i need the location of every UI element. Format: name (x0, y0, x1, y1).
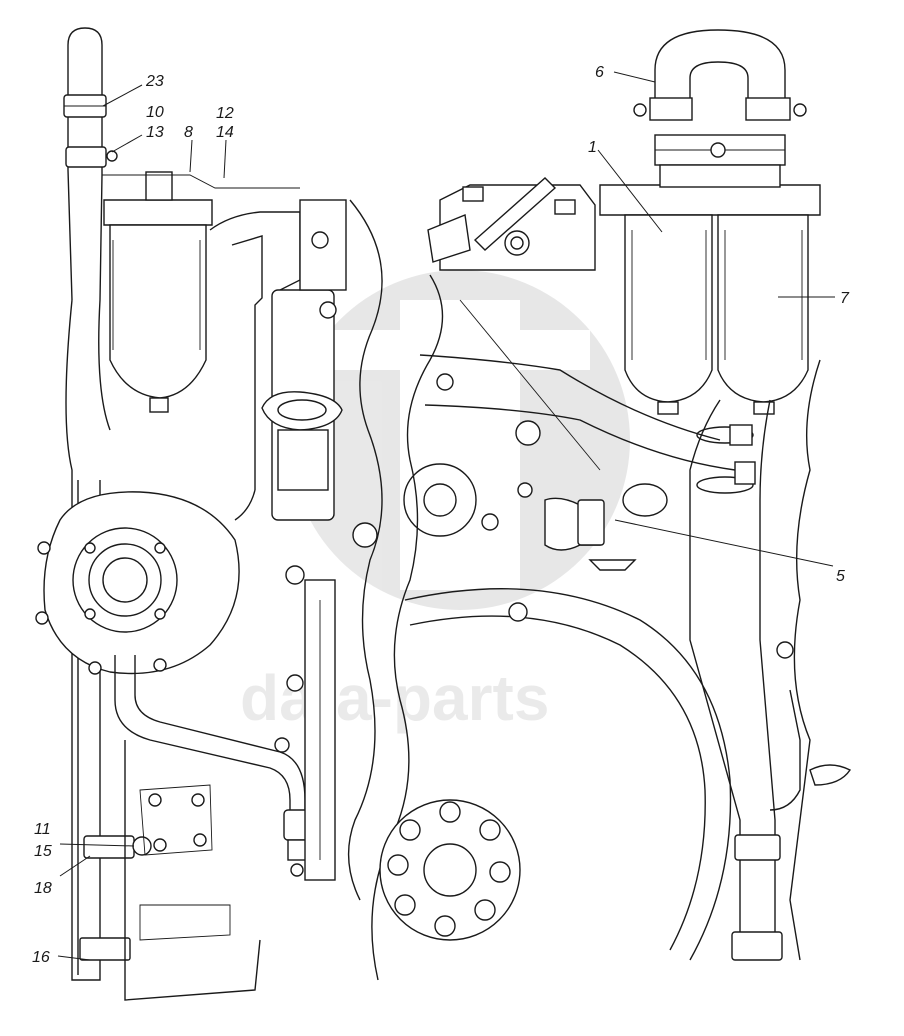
callout-7: 7 (840, 290, 850, 307)
callout-13: 13 (146, 124, 164, 141)
callout-14: 14 (216, 124, 234, 141)
callout-10: 10 (146, 104, 164, 121)
callout-8: 8 (184, 124, 193, 141)
hose-clamps-right (696, 424, 756, 494)
callout-1: 1 (588, 139, 597, 156)
leader-lines (57, 71, 835, 961)
pipe-clamps-top (63, 94, 118, 168)
flywheel (379, 588, 732, 961)
callout-labels: 23 10 13 8 12 14 6 1 7 5 11 15 18 16 (32, 64, 850, 966)
callout-12: 12 (216, 105, 234, 122)
callout-15: 15 (34, 843, 52, 860)
compressor-housing (35, 491, 240, 675)
pipe-clamps-bottom (79, 835, 152, 961)
callout-18: 18 (34, 880, 52, 897)
left-filter (103, 171, 213, 413)
callout-5: 5 (836, 568, 845, 585)
watermark-logo (290, 270, 630, 610)
sensor-fitting (544, 483, 668, 571)
callout-16: 16 (32, 949, 50, 966)
oil-filler-cap (261, 391, 343, 491)
timing-housing (352, 373, 541, 622)
cylinder-head (427, 177, 596, 271)
callout-11: 11 (34, 821, 51, 838)
right-double-filter (599, 184, 821, 415)
lower-left-block (124, 740, 261, 1001)
u-bend-hose (633, 29, 807, 188)
callout-23: 23 (145, 73, 164, 90)
callout-6: 6 (595, 64, 604, 81)
